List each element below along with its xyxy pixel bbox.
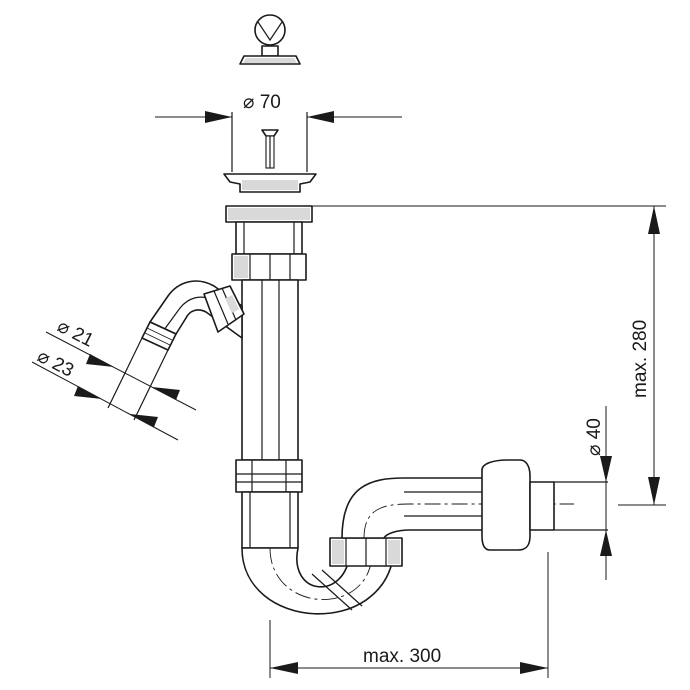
- stopper-plug: [239, 14, 301, 65]
- strainer-fitting: [223, 112, 317, 193]
- dimension-diameter-70: [155, 111, 402, 123]
- label-diameter-23: ⌀ 23: [34, 346, 77, 382]
- label-diameter-40: ⌀ 40: [584, 418, 605, 456]
- dimension-diameter-23: [31, 361, 179, 441]
- u-bend-trap: [241, 537, 403, 615]
- outlet-pipe: [341, 459, 608, 551]
- dimension-max-300: [269, 552, 549, 678]
- dimension-diameter-21: [45, 331, 197, 411]
- dimension-diameter-40: [600, 406, 612, 580]
- dimension-max-280: [312, 205, 666, 506]
- vertical-pipe: [225, 205, 313, 549]
- label-diameter-70: ⌀ 70: [243, 92, 281, 113]
- label-max-300: max. 300: [363, 646, 441, 667]
- label-diameter-21: ⌀ 21: [54, 316, 97, 352]
- side-inlet-connector: [107, 280, 245, 421]
- label-max-280: max. 280: [630, 320, 651, 398]
